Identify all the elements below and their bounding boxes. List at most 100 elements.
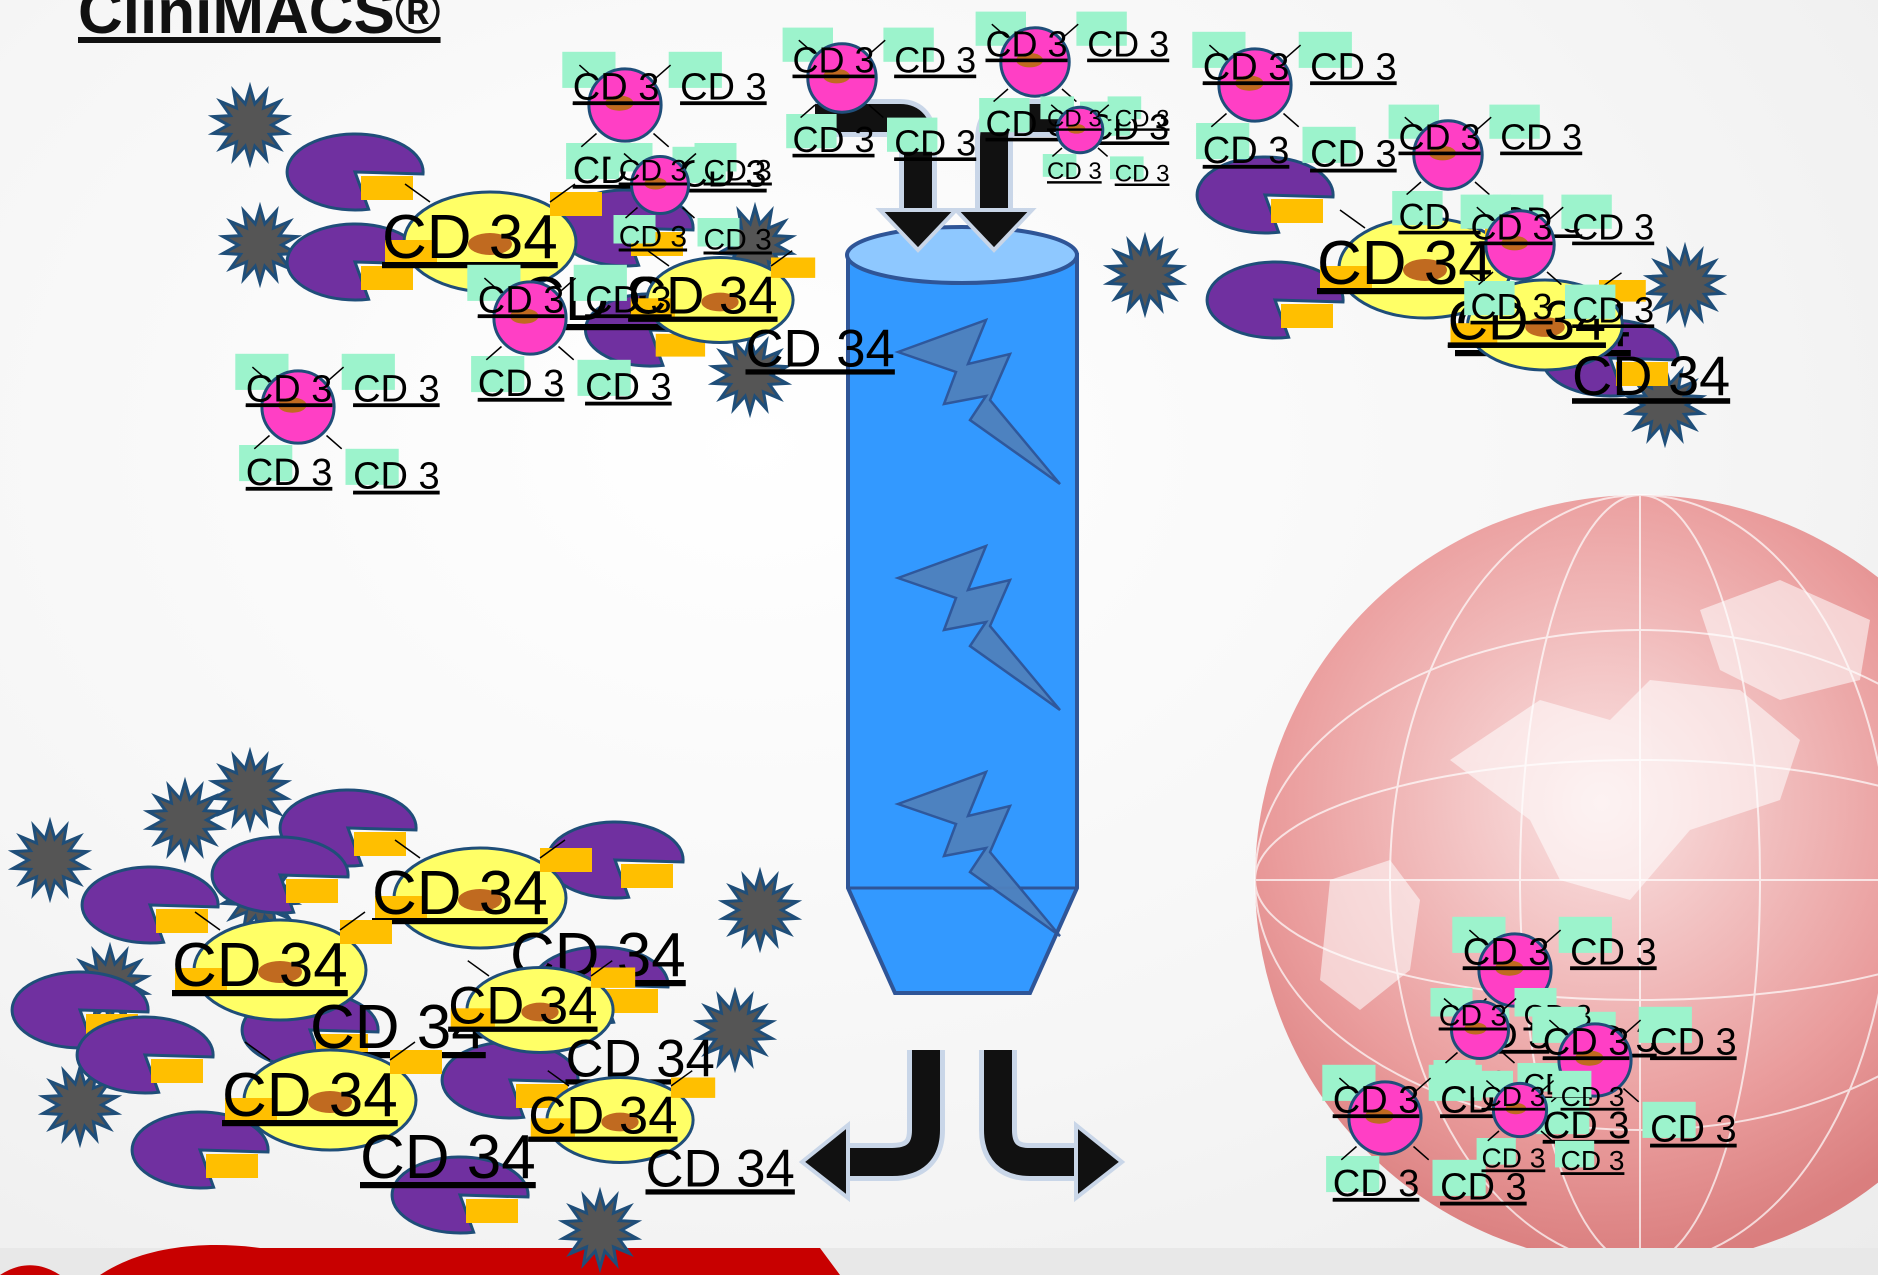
star-cell — [7, 816, 93, 904]
cd34-label: CD 34 — [1572, 344, 1730, 407]
lightning-icon — [894, 317, 1061, 486]
outflow-right-arrow-icon — [979, 1050, 1082, 1181]
cd34-label: CD 34 — [372, 859, 548, 928]
cd3-cell: CD 3 CD 3 CD 3 CD 3 — [1473, 1070, 1625, 1176]
star-cell — [207, 746, 293, 834]
cd3-label: CD 3 — [1561, 1081, 1625, 1112]
cd34-label: CD 34 — [360, 1123, 536, 1192]
cd3-label: CD 3 — [1087, 24, 1169, 65]
cd34-label: CD 34 — [628, 267, 777, 326]
purple-cell — [210, 835, 350, 915]
cd3-label: CD 3 — [585, 367, 672, 409]
arrow-head-icon — [875, 208, 961, 253]
star-cell — [692, 986, 778, 1074]
purple-cell — [545, 820, 685, 900]
cd3-cell: CD 3 CD 3 CD 3 CD 3 — [235, 353, 440, 498]
cd3-label: CD 3 — [619, 155, 687, 188]
cd3-label: CD 3 — [1570, 931, 1657, 973]
cd3-label: CD 3 — [246, 452, 333, 494]
cd3-label: CD 3 — [1650, 1109, 1737, 1151]
purple-cell — [390, 1155, 530, 1235]
cd34-label: CD 34 — [172, 931, 348, 1000]
cd3-label: CD 3 — [353, 368, 440, 410]
cd3-label: CD 3 — [1482, 1142, 1546, 1173]
star-cell — [1622, 361, 1708, 449]
cd3-cell: CD 3 CD 3 CD 3 CD 3 — [467, 264, 672, 409]
cd3-label: CD 3 — [1310, 134, 1397, 176]
cd3-label: CD 3 — [1203, 46, 1290, 88]
cd3-label: CD 3 — [573, 66, 660, 108]
cd3-label: CD 3 — [619, 221, 687, 254]
cd34-label: CD 34 — [448, 977, 597, 1036]
star-cell — [557, 1186, 643, 1274]
cd3-label: CD 3 — [1572, 289, 1654, 330]
cd3-label: CD 3 — [1471, 207, 1553, 248]
cd34-label: CD 34 — [746, 319, 895, 378]
cd3-label: CD 3 — [793, 40, 875, 81]
cd3-label: CD 3 — [478, 279, 565, 321]
cd3-label: CD 3 — [1115, 105, 1170, 132]
cd3-label: CD 3 — [1440, 1167, 1527, 1209]
star-cell — [37, 1061, 123, 1149]
lightning-icon — [894, 543, 1061, 712]
cd3-label: CD 3 — [246, 368, 333, 410]
cd3-label: CD 3 — [1471, 286, 1553, 327]
cd3-label: CD 3 — [1543, 1021, 1630, 1063]
arrow-head-icon — [1074, 1120, 1126, 1203]
cd3-label: CD 3 — [585, 279, 672, 321]
arrow-head-icon — [951, 208, 1037, 253]
cd3-label: CD 3 — [1572, 207, 1654, 248]
star-cell — [142, 776, 228, 864]
cd3-label: CD 3 — [1203, 130, 1290, 172]
cd3-cell: CD 3 CD 3 CD 3 CD 3 — [1460, 194, 1654, 330]
arrow-head-icon — [798, 1120, 850, 1203]
outflow-left-arrow-icon — [840, 1050, 945, 1181]
cd34-label: CD 34 — [646, 1139, 795, 1198]
purple-cell — [75, 1015, 215, 1095]
cd3-cell: CD 3 CD 3 CD 3 CD 3 — [1192, 31, 1397, 176]
cd3-label: CD 3 — [1561, 1145, 1625, 1176]
cd3-label: CD 3 — [1399, 117, 1481, 158]
star-cell — [1102, 231, 1188, 319]
cd3-label: CD 3 — [1482, 1081, 1546, 1112]
cd34-label: CD 34 — [1317, 229, 1493, 298]
star-cell — [207, 81, 293, 169]
cd3-label: CD 3 — [704, 224, 772, 257]
cd3-label: CD 3 — [353, 456, 440, 498]
cd3-label: CD 3 — [478, 363, 565, 405]
cd3-label: CD 3 — [1439, 1000, 1507, 1033]
cd34-label: CD 34 — [222, 1061, 398, 1130]
cd3-label: CD 3 — [986, 24, 1068, 65]
slide-title: CliniMACS® — [78, 0, 441, 47]
star-cell — [217, 201, 303, 289]
star-cell — [1642, 241, 1728, 329]
cd3-label: CD 3 — [1333, 1163, 1420, 1205]
cd3-label: CD 3 — [1310, 46, 1397, 88]
star-cell — [717, 866, 803, 954]
cd3-label: CD 3 — [1463, 931, 1550, 973]
cd34-label: CD 34 — [528, 1087, 677, 1146]
cd3-label: CD 3 — [1500, 117, 1582, 158]
purple-cell — [1195, 155, 1335, 235]
cd34-label: CD 34 — [382, 203, 558, 272]
cd3-label: CD 3 — [1543, 1105, 1630, 1147]
footer-bar — [0, 1245, 1878, 1275]
cd3-label: CD 3 — [1115, 161, 1170, 188]
cd3-label: CD 3 — [680, 66, 767, 108]
lightning-icon — [894, 769, 1061, 938]
cd3-label: CD 3 — [894, 122, 976, 163]
cd3-label: CD 3 — [1333, 1079, 1420, 1121]
magnetic-column — [845, 225, 1079, 995]
cd3-label: CD 3 — [1650, 1021, 1737, 1063]
star-cell — [707, 331, 793, 419]
purple-cell — [285, 132, 425, 212]
